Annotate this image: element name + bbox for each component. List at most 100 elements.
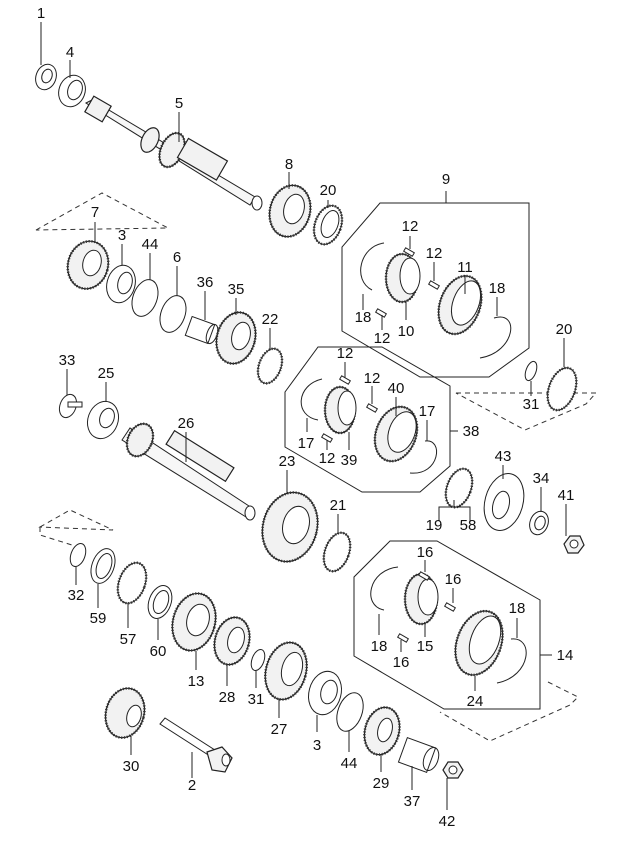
part-11-sleeve[interactable]	[431, 270, 489, 340]
part-42-lock-nut[interactable]	[442, 761, 464, 779]
label-16b: 16	[445, 571, 462, 588]
part-13-gear[interactable]	[166, 589, 222, 656]
part-31-snap-ring[interactable]	[249, 648, 268, 673]
part-18-snap-ring[interactable]	[370, 566, 399, 611]
label-26: 26	[178, 415, 195, 432]
part-60-cone-ring[interactable]	[144, 582, 176, 621]
label-20a: 20	[320, 182, 337, 199]
part-31-snap-ring[interactable]	[523, 360, 539, 382]
part-21-synchro-ring[interactable]	[319, 529, 355, 575]
label-3a: 3	[118, 227, 126, 244]
label-42: 42	[439, 813, 456, 830]
part-27-gear[interactable]	[259, 638, 313, 704]
part-19-58-synchro-ring[interactable]	[441, 465, 477, 511]
part-43-thrust-washer[interactable]	[478, 469, 530, 535]
dashed-bracket-7	[35, 192, 169, 231]
label-24: 24	[467, 693, 484, 710]
label-36: 36	[197, 274, 214, 291]
label-35: 35	[228, 281, 245, 298]
part-30-gear[interactable]	[100, 684, 150, 742]
part-28-gear[interactable]	[209, 613, 254, 668]
part-8-gear[interactable]	[264, 181, 316, 242]
label-5: 5	[175, 95, 183, 112]
part-5-input-shaft[interactable]	[84, 95, 263, 211]
label-41: 41	[558, 487, 575, 504]
label-38: 38	[463, 423, 480, 440]
group-14-outline	[353, 540, 541, 710]
label-57: 57	[120, 631, 137, 648]
part-23-gear[interactable]	[255, 486, 325, 568]
part-20-synchro-ring[interactable]	[309, 202, 347, 248]
part-17-snap-ring[interactable]	[300, 378, 323, 421]
part-16-key[interactable]	[443, 602, 457, 612]
part-12-key[interactable]	[320, 433, 334, 443]
part-3-bearing[interactable]	[103, 262, 140, 306]
part-22-synchro-ring[interactable]	[254, 345, 287, 386]
part-20-synchro-ring[interactable]	[542, 364, 581, 414]
label-12a: 12	[402, 218, 419, 235]
part-15-synchro-hub[interactable]	[403, 572, 439, 626]
part-29-gear[interactable]	[359, 703, 404, 758]
label-40: 40	[388, 380, 405, 397]
part-26-countershaft[interactable]	[121, 420, 256, 521]
part-12-key[interactable]	[374, 308, 388, 318]
part-12-key[interactable]	[365, 403, 379, 413]
part-59-ring[interactable]	[87, 545, 120, 586]
part-16-key[interactable]	[396, 633, 410, 643]
part-39-synchro-hub[interactable]	[323, 385, 357, 435]
part-1-oil-seal[interactable]	[32, 61, 60, 92]
part-57-synchro-ring[interactable]	[113, 559, 152, 607]
label-31b: 31	[248, 691, 265, 708]
part-12-key[interactable]	[402, 247, 416, 257]
label-23: 23	[279, 453, 296, 470]
part-36-bushing[interactable]	[184, 315, 220, 345]
part-24-sleeve-gear[interactable]	[447, 604, 511, 681]
label-10: 10	[398, 323, 415, 340]
part-4-bearing[interactable]	[54, 72, 89, 111]
part-33-oil-guide[interactable]	[56, 392, 83, 420]
part-34-spacer[interactable]	[526, 509, 551, 538]
part-25-bearing[interactable]	[82, 397, 123, 443]
label-59: 59	[90, 610, 107, 627]
part-6-snap-ring[interactable]	[155, 292, 191, 336]
label-18d: 18	[509, 600, 526, 617]
dashed-bracket-right	[455, 392, 598, 431]
label-29: 29	[373, 775, 390, 792]
part-7-gear[interactable]	[62, 237, 113, 294]
label-15: 15	[417, 638, 434, 655]
group-38-outline	[284, 346, 451, 493]
label-25: 25	[98, 365, 115, 382]
part-35-gear[interactable]	[211, 308, 261, 368]
part-10-synchro-hub[interactable]	[384, 252, 421, 304]
label-20b: 20	[556, 321, 573, 338]
part-40-sleeve[interactable]	[368, 401, 425, 467]
dashed-bracket-32-lower	[39, 527, 73, 546]
part-44-shim[interactable]	[332, 689, 368, 735]
label-19: 19	[426, 517, 443, 534]
part-12-key[interactable]	[427, 280, 441, 290]
label-58: 58	[460, 517, 477, 534]
part-17-snap-ring[interactable]	[409, 440, 438, 474]
part-44-shim[interactable]	[127, 276, 163, 320]
part-37-bushing[interactable]	[397, 737, 441, 773]
part-18-snap-ring[interactable]	[360, 242, 385, 291]
label-17b: 17	[419, 403, 436, 420]
label-37: 37	[404, 793, 421, 810]
part-3-bearing[interactable]	[304, 668, 346, 719]
part-16-key[interactable]	[417, 571, 431, 581]
label-17a: 17	[298, 435, 315, 452]
part-41-lock-nut[interactable]	[563, 535, 585, 554]
part-12-key[interactable]	[338, 375, 352, 385]
part-2-reverse-idler-shaft[interactable]	[159, 717, 233, 773]
label-12c: 12	[374, 330, 391, 347]
label-12f: 12	[319, 450, 336, 467]
group-9-outline	[341, 202, 530, 378]
label-31a: 31	[523, 396, 540, 413]
label-11: 11	[457, 259, 473, 276]
label-16a: 16	[417, 544, 434, 561]
part-18-snap-ring[interactable]	[496, 638, 527, 684]
part-32-snap-ring[interactable]	[67, 541, 88, 568]
label-18b: 18	[489, 280, 506, 297]
part-18-snap-ring[interactable]	[479, 316, 512, 359]
label-44a: 44	[142, 236, 159, 253]
